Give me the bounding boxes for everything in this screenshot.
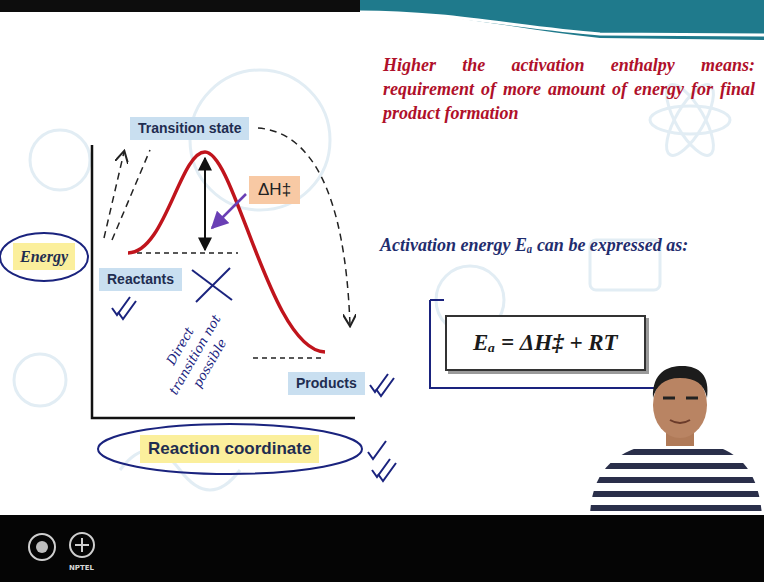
handwritten-note: Direct transition not possible [150,302,241,407]
node-text: Eₐ = ΔH‡ + RT [473,329,618,357]
hand-circles [0,233,660,474]
handwritten-paths [104,128,350,325]
watermark-icons [14,70,730,490]
enthalpy-box: ΔH‡ [249,176,300,204]
header-band [0,0,764,40]
axis-label-box: Reaction coordinate [140,435,319,463]
node-text: Reaction coordinate [148,439,311,459]
node-text: ΔH‡ [258,180,291,200]
check-marks [112,297,396,481]
note-text: Activation energy Eₐ can be expressed as… [380,234,688,258]
axis-label-box: Energy [13,243,75,270]
leader-arrow [212,194,246,228]
cross-mark [192,268,232,302]
node-text: Energy [20,247,68,266]
equation-box: Eₐ = ΔH‡ + RT [445,315,646,371]
activation-arrow [204,158,206,250]
energy-curve [128,152,325,352]
node-text: Products [296,375,357,392]
node-text: Transition state [138,120,241,137]
state-label-box: Reactants [99,268,182,291]
note-text: Higher the activation enthalpy means: re… [383,54,755,125]
state-label-box: Transition state [130,117,249,140]
presenter-video [585,366,764,515]
node-text: Reactants [107,271,174,288]
footer-bar [0,515,764,582]
logo-caption: NPTEL [69,564,94,573]
state-label-box: Products [288,372,365,395]
